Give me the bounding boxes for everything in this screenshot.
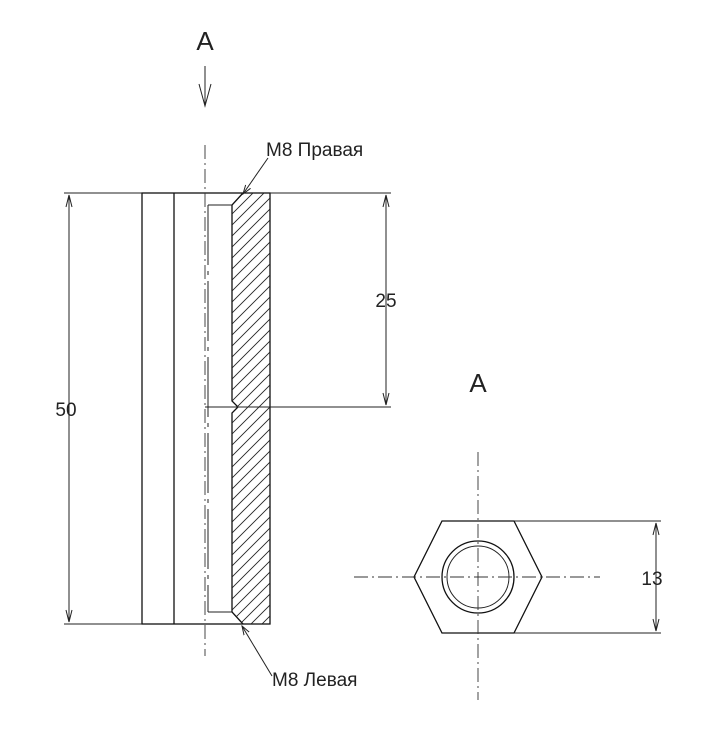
- section-hatching: [200, 0, 300, 624]
- hatch-line: [200, 0, 300, 48]
- front-view: [141, 0, 300, 656]
- hatch-line: [232, 574, 270, 624]
- hatch-line: [232, 387, 270, 489]
- hatch-line: [232, 288, 270, 390]
- hatch-line: [200, 3, 300, 103]
- hatch-line: [232, 211, 270, 313]
- hatch-line: [232, 266, 270, 368]
- hatch-line: [232, 519, 270, 621]
- hatch-line: [200, 0, 300, 92]
- hatch-line: [200, 0, 300, 4]
- hatch-line: [232, 193, 270, 291]
- hatch-line: [200, 0, 300, 26]
- view-label-side: A: [469, 368, 487, 398]
- hatch-line: [232, 365, 270, 467]
- hatch-line: [232, 541, 270, 624]
- dimension-thread-depth: [270, 192, 391, 408]
- hatch-line: [232, 530, 270, 624]
- section-contour: [231, 192, 244, 625]
- hatch-line: [232, 244, 270, 346]
- thread-top-leader: [243, 157, 269, 194]
- hatch-line: [232, 607, 270, 624]
- hatch-line: [232, 464, 270, 566]
- view-direction-arrow: [198, 66, 212, 108]
- hatch-line: [232, 222, 270, 324]
- hatch-line: [232, 398, 270, 500]
- hatch-line: [232, 193, 270, 225]
- hatch-line: [232, 475, 270, 577]
- thread-label-top: M8 Правая: [266, 140, 363, 161]
- hatch-line: [232, 193, 270, 269]
- hatch-line: [232, 354, 270, 456]
- hatch-line: [200, 0, 300, 59]
- hatch-line: [232, 508, 270, 610]
- dim-label-50: 50: [55, 400, 76, 421]
- hatch-line: [232, 193, 270, 247]
- thread-label-bottom: M8 Левая: [272, 670, 357, 691]
- hatch-line: [232, 486, 270, 588]
- hatch-line: [232, 321, 270, 423]
- view-label-top: A: [196, 26, 214, 56]
- hatch-line: [232, 453, 270, 555]
- hatch-line: [200, 0, 300, 15]
- thread-outer-circle: [441, 540, 515, 614]
- hatch-line: [232, 420, 270, 522]
- hatch-line: [200, 80, 300, 180]
- hatch-line: [232, 310, 270, 412]
- hatch-line: [232, 431, 270, 533]
- hatch-line: [200, 25, 300, 125]
- hatch-line: [232, 193, 270, 258]
- dimension-hex-width: [514, 520, 661, 634]
- hatch-line: [232, 200, 270, 302]
- hatch-line: [200, 0, 300, 70]
- hatch-line: [200, 0, 300, 37]
- hatch-line: [232, 563, 270, 624]
- side-view: [354, 452, 600, 700]
- hatch-line: [232, 343, 270, 445]
- hatch-line: [200, 14, 300, 114]
- hatch-line: [232, 299, 270, 401]
- hatch-line: [232, 277, 270, 379]
- hatch-line: [200, 0, 300, 81]
- hatch-line: [232, 332, 270, 434]
- hatch-line: [200, 36, 300, 136]
- dim-label-13: 13: [641, 569, 662, 590]
- dimension-total-length: [64, 192, 142, 625]
- hatch-line: [232, 442, 270, 544]
- part-outline: [141, 192, 271, 625]
- hatch-line: [232, 193, 270, 214]
- hatch-line: [200, 47, 300, 147]
- dim-label-25: 25: [375, 291, 396, 312]
- thread-bottom-leader: [242, 626, 273, 677]
- hatch-line: [232, 618, 270, 624]
- hatch-line: [232, 552, 270, 624]
- hatch-line: [232, 376, 270, 478]
- hatch-line: [232, 497, 270, 599]
- hatch-line: [232, 233, 270, 335]
- hatch-line: [232, 255, 270, 357]
- hatch-line: [232, 193, 270, 280]
- hatch-line: [232, 409, 270, 511]
